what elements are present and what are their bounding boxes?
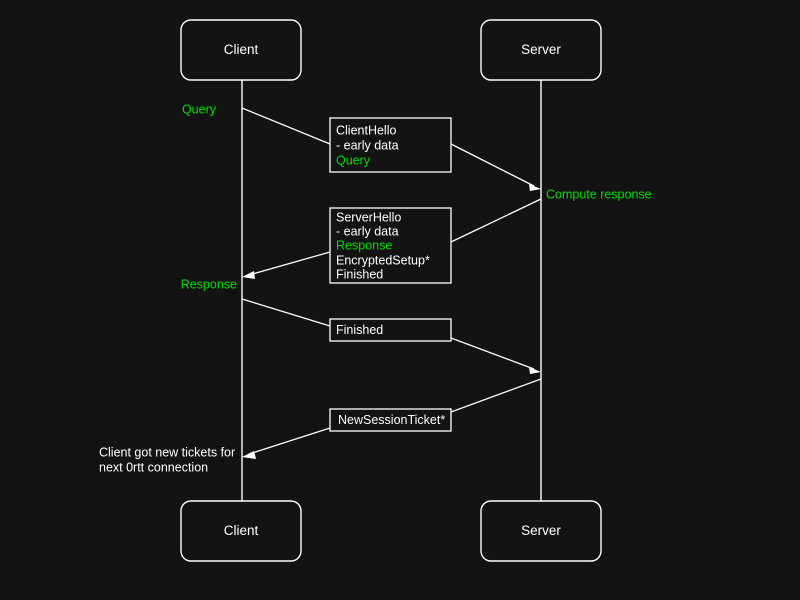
actor-server-top[interactable]: Server xyxy=(480,19,602,81)
message-new-session-ticket-line-out xyxy=(248,427,331,455)
message-server-hello-line-3: Response xyxy=(336,238,392,252)
message-new-session-ticket[interactable]: NewSessionTicket* xyxy=(242,378,542,459)
message-server-hello-line-4: EncryptedSetup* xyxy=(336,253,430,267)
message-server-hello-line-5: Finished xyxy=(336,267,383,281)
actor-server-bottom[interactable]: Server xyxy=(480,500,602,562)
message-new-session-ticket-line-1: NewSessionTicket* xyxy=(338,413,445,427)
message-server-hello-line-1: ServerHello xyxy=(336,210,401,224)
message-server-hello-arrowhead xyxy=(242,271,255,279)
message-server-hello-box xyxy=(329,207,452,284)
actor-server-bottom-box xyxy=(480,500,602,562)
message-finished-line-1: Finished xyxy=(336,323,383,337)
message-server-hello[interactable]: ServerHello - early data Response Encryp… xyxy=(242,198,542,284)
annotation-query-note: Query xyxy=(182,102,217,116)
actor-server-top-box xyxy=(480,19,602,81)
annotation-tickets-note-line-1: Client got new tickets for xyxy=(99,445,235,459)
actor-client-top-box xyxy=(180,19,302,81)
message-server-hello-line-out xyxy=(248,251,331,276)
actor-client-bottom[interactable]: Client xyxy=(180,500,302,562)
message-server-hello-line-in xyxy=(450,198,542,243)
message-client-hello-line-1: ClientHello xyxy=(336,123,396,137)
message-client-hello-line-3: Query xyxy=(336,153,371,167)
message-new-session-ticket-arrowhead xyxy=(242,451,256,459)
message-server-hello-line-2: - early data xyxy=(336,224,399,238)
message-new-session-ticket-box xyxy=(329,408,452,432)
message-client-hello-arrowhead xyxy=(529,184,541,191)
message-finished-arrowhead xyxy=(529,367,541,374)
message-finished[interactable]: Finished xyxy=(241,298,541,374)
actor-client-top-label: Client xyxy=(224,42,259,57)
actor-client-top[interactable]: Client xyxy=(180,19,302,81)
message-client-hello-line-out xyxy=(450,143,535,187)
annotation-compute-response-note: Compute response xyxy=(546,187,652,201)
annotation-response-note: Response xyxy=(181,277,237,291)
message-client-hello[interactable]: ClientHello - early data Query xyxy=(241,107,541,191)
message-finished-box xyxy=(329,318,452,342)
actor-server-top-label: Server xyxy=(521,42,561,57)
actor-client-bottom-label: Client xyxy=(224,523,259,538)
message-new-session-ticket-line-in xyxy=(450,378,542,413)
message-finished-line-in xyxy=(241,298,331,327)
message-client-hello-line-2: - early data xyxy=(336,138,399,152)
message-client-hello-box xyxy=(329,117,452,173)
message-finished-line-out xyxy=(450,337,535,370)
message-client-hello-line-in xyxy=(241,107,331,145)
actor-server-bottom-label: Server xyxy=(521,523,561,538)
annotation-tickets-note-line-2: next 0rtt connection xyxy=(99,460,208,474)
actor-client-bottom-box xyxy=(180,500,302,562)
